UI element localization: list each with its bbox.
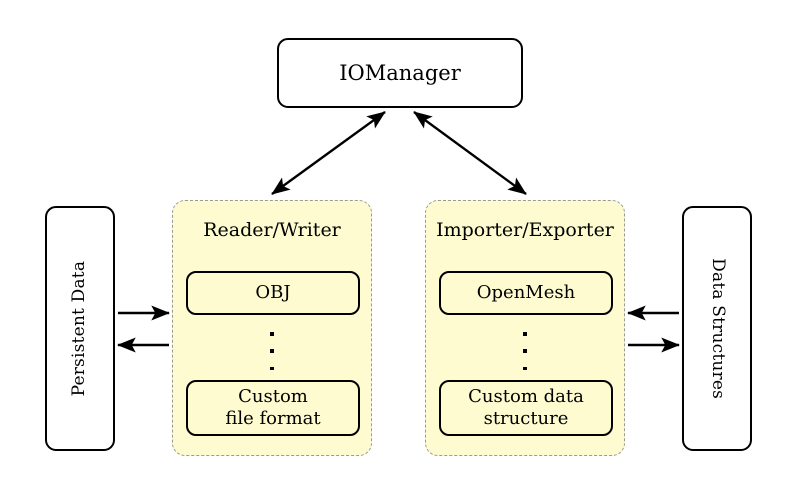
ellipsis-dot xyxy=(270,332,274,336)
item-line-1: Custom data xyxy=(468,386,584,408)
item-obj-label: OBJ xyxy=(255,282,291,304)
panel-importer-exporter-title: Importer/Exporter xyxy=(436,219,614,241)
ellipsis-dot xyxy=(523,366,527,370)
node-persistent-data[interactable]: Persistent Data xyxy=(45,206,115,451)
ellipsis-dot xyxy=(523,332,527,336)
item-custom-file-format[interactable]: Custom file format xyxy=(186,380,360,436)
item-openmesh[interactable]: OpenMesh xyxy=(439,271,613,315)
panel-importer-exporter[interactable]: Importer/Exporter OpenMesh Custom data s… xyxy=(425,200,625,456)
item-line-2: structure xyxy=(483,408,569,429)
node-data-structures[interactable]: Data Structures xyxy=(682,206,752,451)
panel-reader-writer[interactable]: Reader/Writer OBJ Custom file format xyxy=(172,200,372,456)
connector-manager-readerwriter xyxy=(271,111,386,195)
persistent-data-label: Persistent Data xyxy=(69,260,90,397)
item-openmesh-label: OpenMesh xyxy=(476,282,576,304)
ellipsis-dot xyxy=(270,366,274,370)
ellipsis-reader-writer xyxy=(173,329,371,373)
panel-reader-writer-title: Reader/Writer xyxy=(203,219,341,241)
item-line-2: file format xyxy=(225,408,321,429)
item-custom-file-format-label: Custom file format xyxy=(225,386,320,430)
item-obj[interactable]: OBJ xyxy=(186,271,360,315)
ellipsis-dot xyxy=(270,349,274,353)
connector-manager-importerexporter xyxy=(413,111,527,195)
ellipsis-importer-exporter xyxy=(426,329,624,373)
ellipsis-dot xyxy=(523,349,527,353)
io-manager-label: IOManager xyxy=(339,60,461,85)
item-custom-data-structure-label: Custom data structure xyxy=(468,386,584,430)
data-structures-label: Data Structures xyxy=(707,258,728,399)
item-line-1: Custom xyxy=(238,386,308,408)
item-custom-data-structure[interactable]: Custom data structure xyxy=(439,380,613,436)
node-io-manager[interactable]: IOManager xyxy=(277,38,523,108)
